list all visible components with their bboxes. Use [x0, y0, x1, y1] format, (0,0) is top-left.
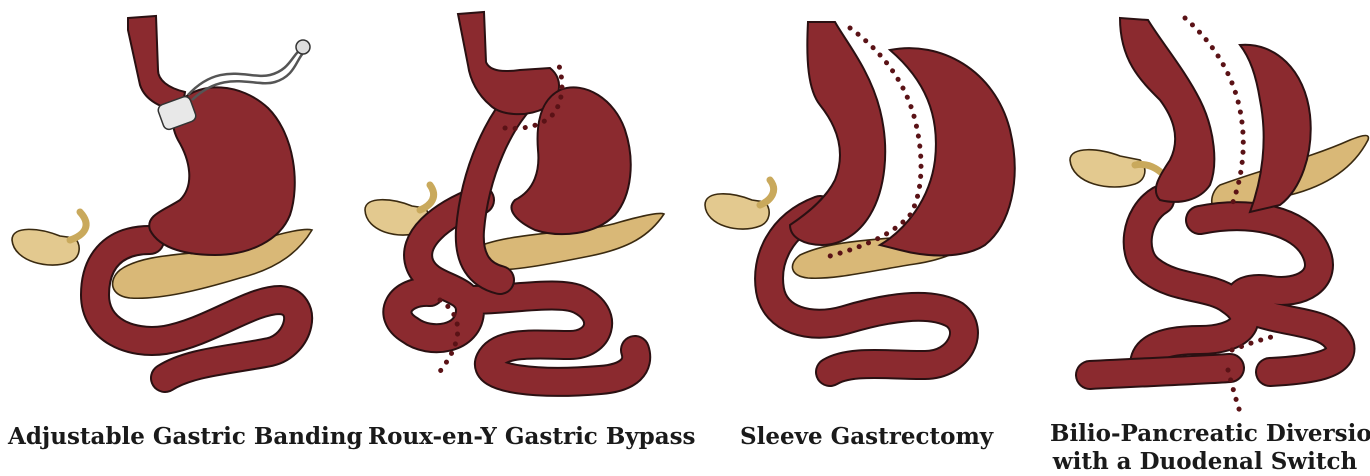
esophagus [128, 16, 185, 110]
caption-bypass-line-1: Roux-en-Y Gastric Bypass [368, 423, 696, 450]
panel-switch-illustration [1070, 18, 1368, 412]
caption-banding: Adjustable Gastric Banding [8, 423, 326, 451]
panel-banding-illustration [12, 16, 312, 378]
caption-sleeve-line-1: Sleeve Gastrectomy [740, 423, 993, 450]
caption-switch-line-1: Bilio-Pancreatic Diversion [1050, 420, 1360, 448]
panel-bypass-illustration [365, 12, 664, 382]
caption-switch: Bilio-Pancreatic Diversion with a Duoden… [1050, 420, 1360, 476]
caption-banding-line-1: Adjustable Gastric Banding [8, 423, 363, 450]
access-port [296, 40, 310, 54]
caption-sleeve: Sleeve Gastrectomy [740, 423, 980, 451]
caption-bypass: Roux-en-Y Gastric Bypass [368, 423, 668, 451]
panel-sleeve-illustration [705, 22, 1015, 372]
gallbladder [12, 229, 79, 265]
caption-switch-line-2: with a Duodenal Switch [1050, 448, 1360, 476]
